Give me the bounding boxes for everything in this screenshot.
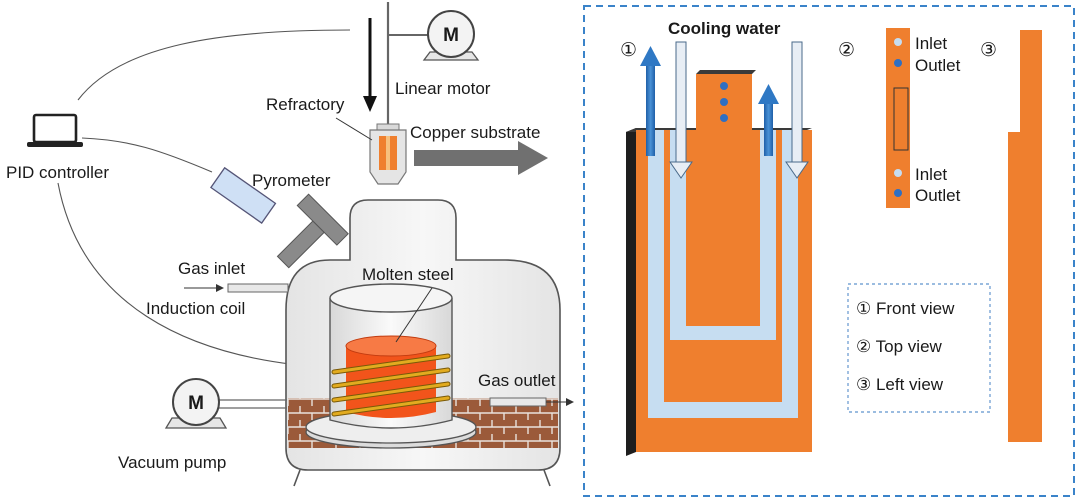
outlet-arrow-icon [640, 46, 661, 156]
front-view-marker: ① [620, 39, 637, 61]
refractory-label: Refractory [266, 95, 345, 114]
top-outlet-label-1: Outlet [915, 56, 961, 75]
substrate-detail-panel: Cooling water ① ② Inlet Outlet Inlet Out… [583, 5, 1075, 497]
detail-frame [583, 5, 1075, 497]
down-arrow-icon [363, 18, 377, 112]
refractory-leader [335, 117, 373, 141]
induction-coil [331, 353, 451, 417]
pid-wire-coil [57, 182, 336, 369]
linear-motor-label: Linear motor [395, 79, 491, 98]
gas-inlet-pipe [227, 283, 289, 293]
top-inlet-label-2: Inlet [915, 165, 947, 184]
top-outlet-label-2: Outlet [915, 186, 961, 205]
molten-steel-leader [395, 287, 433, 343]
cooling-water-label: Cooling water [668, 19, 781, 38]
molten-steel [345, 335, 437, 418]
inlet-port-icon [894, 38, 902, 46]
pid-wire-pyrometer [81, 137, 213, 173]
front-port-icon [720, 98, 728, 106]
pid-controller-label: PID controller [6, 163, 109, 182]
front-port-icon [720, 82, 728, 90]
front-view [626, 41, 812, 456]
induction-coil-label: Induction coil [146, 299, 245, 318]
left-view-marker: ③ [980, 39, 997, 61]
gas-outlet-label: Gas outlet [478, 371, 556, 390]
molten-steel-label: Molten steel [362, 265, 454, 284]
gas-outlet-pipe [489, 397, 547, 407]
copper-substrate-probe [369, 123, 407, 185]
laptop-icon [27, 113, 83, 147]
copper-substrate-label: Copper substrate [410, 123, 540, 142]
pid-wire-top [77, 29, 351, 101]
legend-top-view: ② Top view [856, 337, 943, 356]
gas-inlet-label: Gas inlet [178, 259, 245, 278]
inlet-tube-icon [785, 41, 809, 179]
left-view [1008, 30, 1042, 442]
pump-symbol: M [188, 393, 204, 414]
vacuum-pump-label: Vacuum pump [118, 453, 226, 472]
detail-arrow-icon [414, 141, 548, 175]
legend-left-view: ③ Left view [856, 375, 944, 394]
inlet-port-icon [894, 169, 902, 177]
apparatus: PID controller M Linear motor Refractory [6, 2, 574, 487]
outlet-port-icon [894, 59, 902, 67]
pyrometer-label: Pyrometer [252, 171, 331, 190]
pyrometer-icon [209, 166, 349, 269]
top-inlet-label-1: Inlet [915, 34, 947, 53]
inlet-tube-icon [669, 41, 693, 179]
top-view [886, 28, 910, 208]
front-port-icon [720, 114, 728, 122]
top-view-marker: ② [838, 39, 855, 61]
outlet-arrow-icon [758, 84, 779, 156]
vacuum-pump-icon [164, 378, 228, 429]
linear-motor-icon [422, 10, 480, 61]
motor-symbol: M [443, 25, 459, 46]
view-legend-box [847, 283, 991, 413]
legend-front-view: ① Front view [856, 299, 955, 318]
outlet-port-icon [894, 189, 902, 197]
